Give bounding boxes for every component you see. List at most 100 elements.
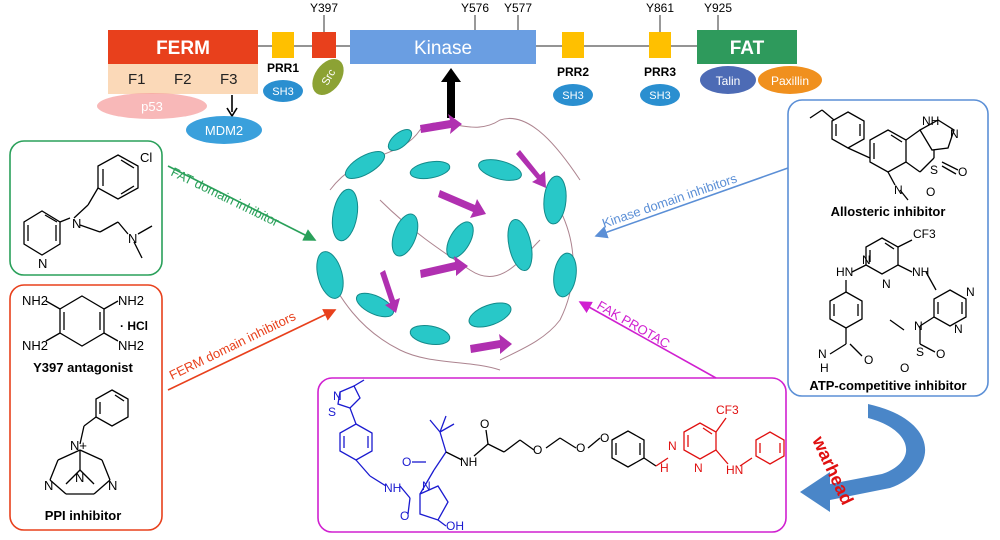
n-plus-atom: N+ bbox=[70, 438, 87, 453]
fat-domain bbox=[697, 30, 797, 64]
protac-o-atom-5: O bbox=[576, 441, 585, 455]
nh2-atom-2: NH2 bbox=[118, 293, 144, 308]
protac-o-atom-3: O bbox=[480, 417, 489, 431]
fat-arrow: FAT domain inhibitor bbox=[167, 164, 317, 241]
mdm2-label: MDM2 bbox=[205, 123, 243, 138]
ferm-label: FERM bbox=[156, 38, 210, 59]
ppi-n-atom-2: N bbox=[108, 478, 117, 493]
atp-s-atom: S bbox=[916, 345, 924, 359]
atp-n-atom-2: N bbox=[882, 277, 891, 291]
protac-o-atom-1: O bbox=[400, 509, 409, 523]
atp-nh-atom: NH bbox=[912, 265, 929, 279]
protac-warhead-hn: HN bbox=[726, 463, 743, 477]
protac-warhead-n-1: N bbox=[668, 439, 677, 453]
protac-o-atom-6: O bbox=[600, 431, 609, 445]
atp-h-atom: H bbox=[820, 361, 829, 375]
ferm-arrow-label: FERM domain inhibitors bbox=[167, 308, 299, 383]
protac-o-atom-4: O bbox=[533, 443, 542, 457]
atp-n-atom-3: N bbox=[966, 285, 975, 299]
atp-n-atom-1: N bbox=[862, 253, 871, 267]
protac-o-atom-2: O bbox=[402, 455, 411, 469]
atp-n-atom-5: N bbox=[914, 319, 923, 333]
ferm-arrow: FERM domain inhibitors bbox=[167, 308, 337, 391]
f2-label: F2 bbox=[174, 71, 192, 88]
y397-site-box bbox=[312, 32, 336, 58]
amine-n-atom: N bbox=[72, 216, 81, 231]
allo-o-atom-1: O bbox=[958, 165, 967, 179]
up-arrow-icon bbox=[447, 78, 455, 118]
protac-s-atom-1: S bbox=[328, 405, 336, 419]
fat-inhibitor-structure bbox=[23, 154, 153, 259]
prr1-box bbox=[272, 32, 294, 58]
domain-bar: FERM F1 F2 F3 p53 MDM2 PRR1 SH3 Y397 Src… bbox=[97, 1, 822, 144]
atp-n-atom-4: N bbox=[954, 322, 963, 336]
sh3-partner-2 bbox=[553, 84, 593, 106]
sh3-label-3: SH3 bbox=[649, 90, 670, 102]
allo-n-atom-2: N bbox=[894, 183, 903, 197]
protac-box: N S NH O N OH O NH O O O O bbox=[317, 377, 787, 533]
y397-antagonist-structure bbox=[45, 295, 119, 347]
prr2-label: PRR2 bbox=[557, 65, 589, 79]
allo-n-atom-1: N bbox=[950, 127, 959, 141]
allosteric-inhibitor-label: Allosteric inhibitor bbox=[831, 204, 946, 219]
protac-arrow-label: FAK PROTAC bbox=[595, 298, 673, 352]
y397-site-label: Y397 bbox=[310, 1, 338, 15]
ppi-inhibitor-structure bbox=[49, 389, 129, 495]
sh3-partner-1 bbox=[263, 80, 303, 102]
atp-hn-atom: HN bbox=[836, 265, 853, 279]
talin-label: Talin bbox=[716, 74, 741, 88]
protac-n-atom-1: N bbox=[333, 389, 342, 403]
y925-site-label: Y925 bbox=[704, 1, 732, 15]
p53-label: p53 bbox=[141, 99, 163, 114]
protac-nh-atom-1: NH bbox=[384, 481, 401, 495]
allo-o-atom-2: O bbox=[926, 185, 935, 199]
fat-arrow-label: FAT domain inhibitor bbox=[169, 164, 282, 230]
curved-arrow-icon bbox=[800, 404, 926, 512]
protac-hn-atom: NH bbox=[460, 455, 477, 469]
f1-label: F1 bbox=[128, 71, 146, 88]
ferm-domain bbox=[108, 30, 258, 64]
cl-atom: Cl bbox=[140, 150, 152, 165]
nh2-atom-3: NH2 bbox=[22, 338, 48, 353]
sh3-partner-3 bbox=[640, 84, 680, 106]
ppi-inhibitor-label: PPI inhibitor bbox=[45, 508, 122, 523]
hcl-salt: · HCl bbox=[120, 319, 148, 333]
protac-cf3-group: CF3 bbox=[716, 403, 739, 417]
paxillin-partner bbox=[758, 66, 822, 94]
protac-n-atom-2: N bbox=[422, 479, 431, 493]
f3-label: F3 bbox=[220, 71, 238, 88]
kinase-arrow-label: Kinase domain inhibitors bbox=[600, 170, 739, 230]
allo-nh-atom: NH bbox=[922, 114, 939, 128]
y861-site-label: Y861 bbox=[646, 1, 674, 15]
protac-arrow: FAK PROTAC bbox=[578, 298, 717, 379]
protac-warhead-nh-1: H bbox=[660, 461, 669, 475]
pyridine-n-atom: N bbox=[38, 256, 47, 271]
p53-partner bbox=[97, 93, 207, 119]
ppi-n-atom-1: N bbox=[44, 478, 53, 493]
kinase-domain bbox=[350, 30, 536, 64]
dimethyl-n-atom: N bbox=[128, 231, 137, 246]
allosteric-inhibitor-structure bbox=[809, 109, 959, 201]
atp-cf3-group: CF3 bbox=[913, 227, 936, 241]
nh2-atom-1: NH2 bbox=[22, 293, 48, 308]
warhead-arrow: warhead bbox=[800, 404, 926, 512]
paxillin-label: Paxillin bbox=[771, 74, 809, 88]
protac-linker bbox=[445, 429, 657, 468]
sh3-label-2: SH3 bbox=[562, 90, 583, 102]
kinase-arrow: Kinase domain inhibitors bbox=[594, 167, 789, 239]
nh2-atom-4: NH2 bbox=[118, 338, 144, 353]
prr3-box bbox=[649, 32, 671, 58]
protac-oh-group: OH bbox=[446, 519, 464, 533]
kinase-label: Kinase bbox=[414, 38, 472, 59]
atp-o-atom-3: O bbox=[864, 353, 873, 367]
atp-o-atom-2: O bbox=[900, 361, 909, 375]
protac-warhead bbox=[655, 417, 785, 467]
protac-warhead-n-2: N bbox=[694, 461, 703, 475]
ferm-inhibitor-box: NH2 NH2 NH2 NH2 · HCl Y397 antagonist N+… bbox=[9, 284, 163, 531]
y576-site-label: Y576 bbox=[461, 1, 489, 15]
prr2-box bbox=[562, 32, 584, 58]
sh3-label-1: SH3 bbox=[272, 86, 293, 98]
atp-competitive-label: ATP-competitive inhibitor bbox=[809, 378, 966, 393]
src-partner bbox=[312, 58, 344, 96]
mdm2-partner bbox=[186, 116, 262, 144]
